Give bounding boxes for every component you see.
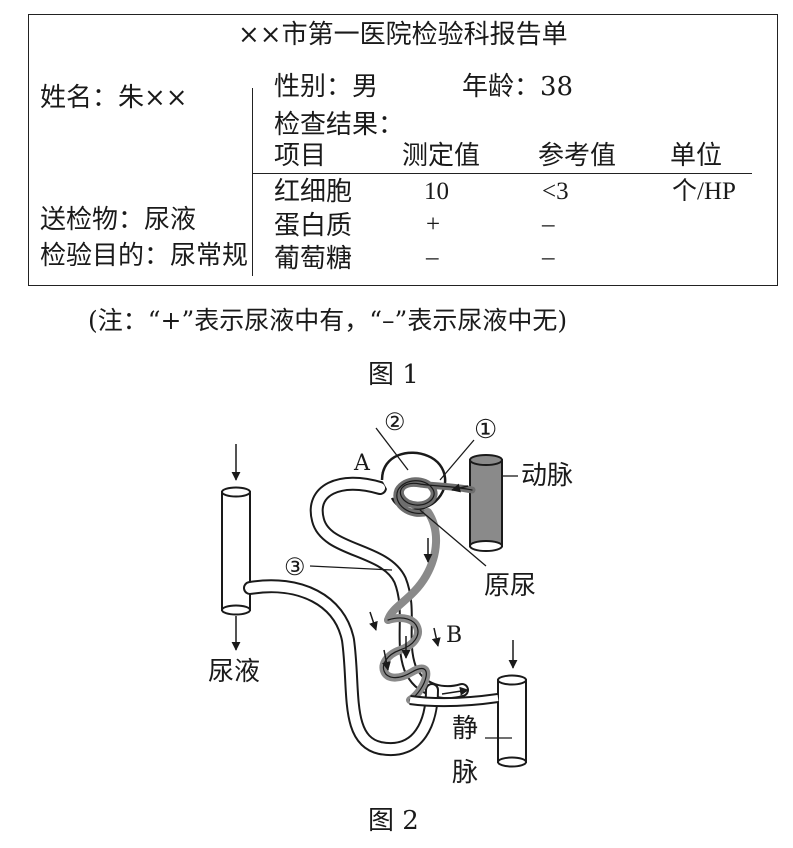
primary-urine-leader-line xyxy=(419,509,487,567)
vein xyxy=(497,674,527,768)
label-vein-1: 静 xyxy=(452,714,478,744)
vein-flow-arrow xyxy=(441,686,469,696)
reabsorption-arrow-2 xyxy=(381,649,391,671)
row-value-protein: + xyxy=(426,211,441,238)
label-3-leader-line xyxy=(309,565,393,571)
lab-report-table xyxy=(28,14,778,286)
patient-gender: 性别：男 xyxy=(274,72,379,102)
column-header-item: 项目 xyxy=(274,141,327,171)
report-header-divider xyxy=(252,173,752,174)
artery-flow-arrow xyxy=(451,483,469,493)
specimen-label: 送检物：尿液 xyxy=(40,205,197,235)
report-note: (注：“+”表示尿液中有，“–”表示尿液中无) xyxy=(88,306,568,335)
results-label: 检查结果： xyxy=(274,110,405,140)
row-value-red-cells: 10 xyxy=(424,178,449,205)
label-num-3: ③ xyxy=(284,553,306,581)
row-unit-red-cells: 个/HP xyxy=(672,178,736,205)
row-item-glucose: 葡萄糖 xyxy=(274,244,353,274)
figure1-caption: 图 1 xyxy=(368,360,419,390)
row-item-protein: 蛋白质 xyxy=(274,211,353,241)
report-title: ××市第一医院检验科报告单 xyxy=(238,20,568,50)
label-B: B xyxy=(446,623,462,648)
reabsorption-arrow-1 xyxy=(369,611,378,631)
row-reference-red-cells: <3 xyxy=(542,178,569,205)
row-value-glucose: – xyxy=(426,244,439,271)
renal-tubule xyxy=(243,476,469,757)
purpose-label: 检验目的：尿常规 xyxy=(40,241,249,271)
row-item-red-cells: 红细胞 xyxy=(274,177,353,207)
label-1-leader-line xyxy=(439,439,475,481)
reabsorption-arrow-3 xyxy=(431,627,441,647)
label-num-1: ① xyxy=(474,415,497,445)
column-header-reference: 参考值 xyxy=(538,141,617,171)
patient-age: 年龄：38 xyxy=(462,72,574,102)
collecting-duct xyxy=(221,486,251,616)
column-header-unit: 单位 xyxy=(670,141,723,171)
label-urine: 尿液 xyxy=(208,657,260,687)
label-artery: 动脉 xyxy=(521,461,573,491)
efferent-arteriole xyxy=(384,508,441,624)
column-header-value: 测定值 xyxy=(402,141,481,171)
report-vertical-divider xyxy=(252,88,253,276)
label-vein-2: 脉 xyxy=(452,758,478,788)
artery xyxy=(469,454,503,552)
label-primary-urine: 原尿 xyxy=(484,571,536,601)
row-reference-glucose: – xyxy=(542,244,555,271)
label-A: A xyxy=(353,451,371,476)
row-reference-protein: – xyxy=(542,211,555,238)
patient-name: 姓名：朱×× xyxy=(40,83,188,113)
figure2-caption: 图 2 xyxy=(368,806,419,836)
label-num-2: ② xyxy=(384,408,406,436)
label-2-leader-line xyxy=(375,427,409,471)
